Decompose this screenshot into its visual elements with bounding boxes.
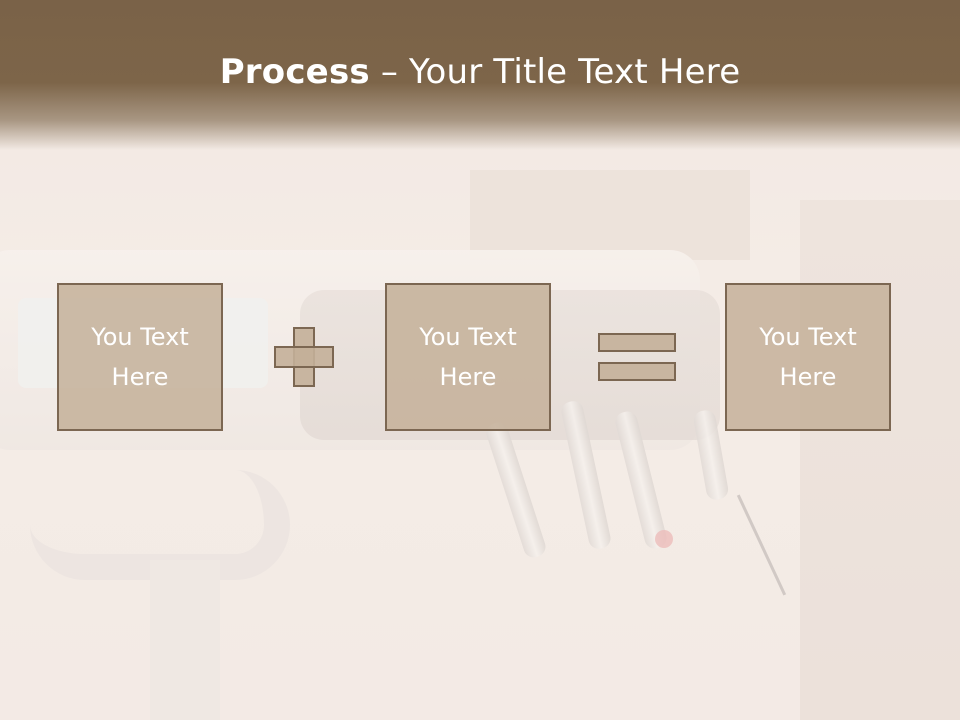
process-box-2[interactable]: You Text Here	[385, 283, 551, 431]
process-box-label: You Text Here	[759, 323, 857, 391]
process-box-label: You Text Here	[91, 323, 189, 391]
title-rest-text: – Your Title Text Here	[369, 52, 741, 92]
equals-icon	[598, 333, 676, 352]
background-pole	[150, 560, 220, 720]
process-box-1[interactable]: You Text Here	[57, 283, 223, 431]
slide-title[interactable]: Process – Your Title Text Here	[0, 52, 960, 92]
title-bar	[0, 0, 960, 150]
process-box-label: You Text Here	[419, 323, 517, 391]
process-box-3[interactable]: You Text Here	[725, 283, 891, 431]
title-bold-text: Process	[219, 52, 370, 92]
background-red-tip	[655, 530, 673, 548]
plus-icon-center	[295, 348, 313, 366]
background-shelf	[470, 170, 750, 260]
equals-icon	[598, 362, 676, 381]
